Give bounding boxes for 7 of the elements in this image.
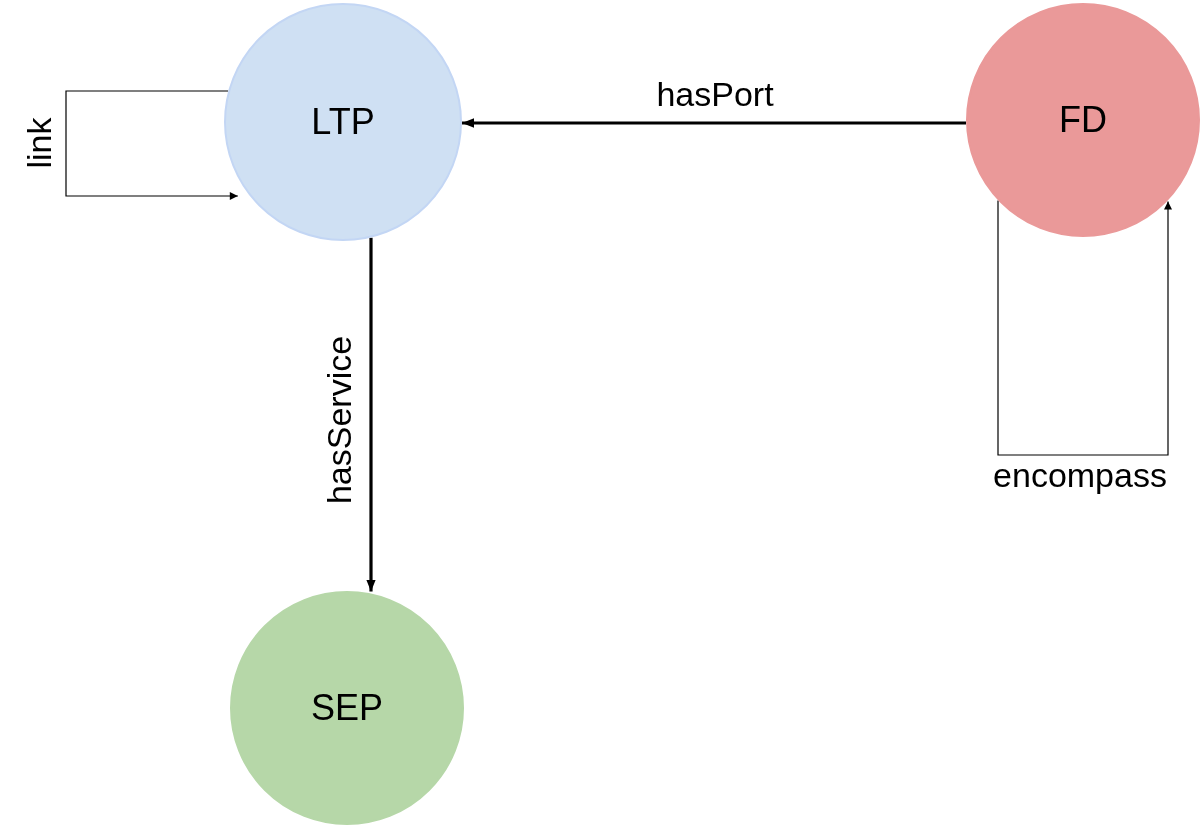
- arrow: [997, 199, 1172, 456]
- arrow: [462, 118, 966, 128]
- node-label: SEP: [310, 687, 383, 729]
- arrow: [65, 90, 239, 200]
- node-label: FD: [1059, 99, 1107, 141]
- node-label: LTP: [311, 101, 375, 143]
- arrow: [366, 237, 376, 592]
